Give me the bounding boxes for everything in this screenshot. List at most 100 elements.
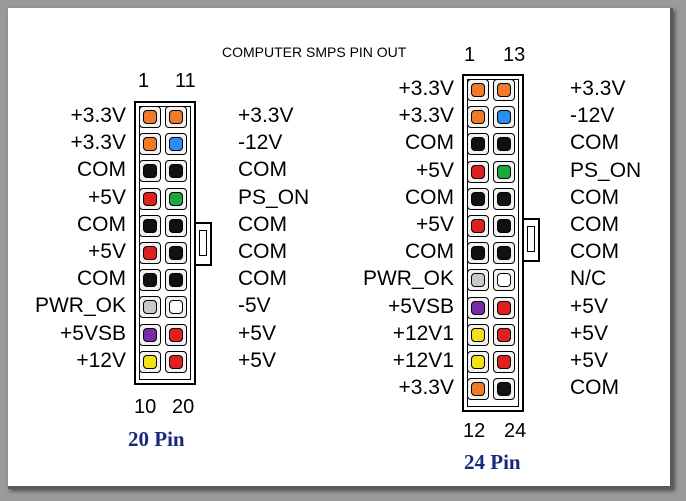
conn24-left-label: +12V1 xyxy=(392,349,454,372)
conn20-pin-color-swatch xyxy=(169,354,183,369)
conn24-pin-color-swatch xyxy=(471,110,485,125)
pin-number-bottom-left-24: 12 xyxy=(463,420,486,442)
conn24-right-label: +5V xyxy=(570,294,608,318)
conn24-right-label: COM xyxy=(570,131,619,155)
conn20-right-label: -12V xyxy=(238,131,283,155)
conn20-pin-right xyxy=(165,350,187,373)
conn24-left-label: +5V xyxy=(416,158,454,182)
conn24-right-label: N/C xyxy=(570,267,607,291)
conn20-right-label: COM xyxy=(238,158,287,182)
conn24-right-label: PS_ON xyxy=(570,158,642,182)
conn24-left-label: COM xyxy=(405,185,454,209)
pin-number-bottom-left-20: 10 xyxy=(134,396,157,418)
conn20-pin-color-swatch xyxy=(143,137,157,152)
conn20-right-label: COM xyxy=(238,267,287,291)
conn20-pin-color-swatch xyxy=(169,110,183,124)
conn24-pin-color-swatch xyxy=(497,164,511,179)
conn20-pin-color-swatch xyxy=(143,300,157,315)
conn20-left-label: +5VSB xyxy=(60,321,126,345)
conn24-left-label: +12V1 xyxy=(392,321,454,345)
conn24-right-label: +5V xyxy=(570,321,608,345)
conn20-pin-color-swatch xyxy=(169,327,183,342)
conn24-pin-right xyxy=(493,378,515,401)
pin-number-top-right-20: 11 xyxy=(175,70,196,92)
conn24-pin-left xyxy=(467,187,489,210)
conn20-pin-color-swatch xyxy=(169,164,183,179)
conn24-left-label: +3.3V xyxy=(398,104,454,128)
conn20-left-label: +5V xyxy=(88,185,126,209)
conn24-pin-right xyxy=(493,323,515,346)
conn24-pin-color-swatch xyxy=(497,83,511,97)
conn20-pin-right xyxy=(165,296,187,319)
pin-number-top-left-24: 1 xyxy=(464,44,476,66)
conn24-pin-color-swatch xyxy=(471,219,485,233)
conn24-pin-right xyxy=(493,106,515,129)
conn24-pin-color-swatch xyxy=(497,355,511,369)
conn24-right-label: COM xyxy=(570,240,619,264)
conn20-pin-right xyxy=(165,187,187,210)
conn20-pin-color-swatch xyxy=(143,164,157,179)
conn24-pin-left xyxy=(467,378,489,401)
conn20-left-label: +5V xyxy=(88,240,126,263)
conn20-pin-color-swatch xyxy=(143,273,157,288)
conn24-pin-color-swatch xyxy=(471,273,485,288)
caption-20-pin: 20 Pin xyxy=(128,427,185,451)
conn24-left-label: COM xyxy=(405,240,454,264)
pin-number-bottom-right-20: 20 xyxy=(172,396,195,418)
conn20-right-label: +5V xyxy=(238,321,276,345)
conn20-pin-left xyxy=(139,187,161,210)
conn20-pin-color-swatch xyxy=(169,137,183,152)
conn20-pin-color-swatch xyxy=(143,327,157,342)
conn20-left-label: COM xyxy=(77,267,126,291)
conn24-left-label: +3.3V xyxy=(398,77,454,100)
conn24-pin-color-swatch xyxy=(471,164,485,179)
pin-number-top-left-20: 1 xyxy=(138,70,150,92)
conn24-pin-left xyxy=(467,79,489,101)
conn20-right-label: -5V xyxy=(238,294,271,318)
conn20-pin-color-swatch xyxy=(169,218,183,233)
conn24-pin-color-swatch xyxy=(497,219,511,233)
conn20-pin-left xyxy=(139,350,161,373)
conn20-pin-right xyxy=(165,214,187,237)
conn24-right-label: -12V xyxy=(570,104,615,128)
conn24-left-label: COM xyxy=(405,131,454,155)
conn24-pin-color-swatch xyxy=(471,137,485,152)
conn20-pin-left xyxy=(139,160,161,183)
conn24-pin-color-swatch xyxy=(471,191,485,206)
conn24-pin-color-swatch xyxy=(497,300,511,315)
conn20-pin-color-swatch xyxy=(143,246,157,260)
conn24-right-label: +5V xyxy=(570,349,608,372)
conn24-pin-left xyxy=(467,133,489,156)
conn24-pin-right xyxy=(493,187,515,210)
conn24-right-label: COM xyxy=(570,376,619,400)
conn20-left-label: COM xyxy=(77,158,126,182)
conn24-pin-right xyxy=(493,296,515,319)
conn20-pin-left xyxy=(139,133,161,156)
conn20-pin-left xyxy=(139,269,161,292)
conn20-right-label: PS_ON xyxy=(238,185,310,209)
conn24-pin-left xyxy=(467,242,489,265)
caption-24-pin: 24 Pin xyxy=(464,450,521,474)
conn24-pin-color-swatch xyxy=(497,327,511,342)
conn24-pin-left xyxy=(467,296,489,319)
conn20-pin-color-swatch xyxy=(169,300,183,315)
conn20-pin-left xyxy=(139,214,161,237)
conn20-left-label: +3.3V xyxy=(70,131,126,155)
conn24-pin-color-swatch xyxy=(497,273,511,288)
conn20-pin-left xyxy=(139,323,161,346)
conn20-pin-left xyxy=(139,242,161,264)
conn20-left-label: PWR_OK xyxy=(34,294,126,318)
conn24-pin-color-swatch xyxy=(471,246,485,261)
conn20-pin-color-swatch xyxy=(169,246,183,260)
conn20-pin-color-swatch xyxy=(169,273,183,288)
conn20-latch-inner xyxy=(199,230,207,256)
conn24-pin-color-swatch xyxy=(497,246,511,261)
conn24-pin-color-swatch xyxy=(497,191,511,206)
diagram-title: COMPUTER SMPS PIN OUT xyxy=(222,44,407,60)
conn20-pin-right xyxy=(165,323,187,346)
conn24-pin-right xyxy=(493,269,515,292)
conn20-pin-right xyxy=(165,160,187,183)
conn20-right-label: COM xyxy=(238,240,287,263)
conn24-right-label: COM xyxy=(570,213,619,236)
